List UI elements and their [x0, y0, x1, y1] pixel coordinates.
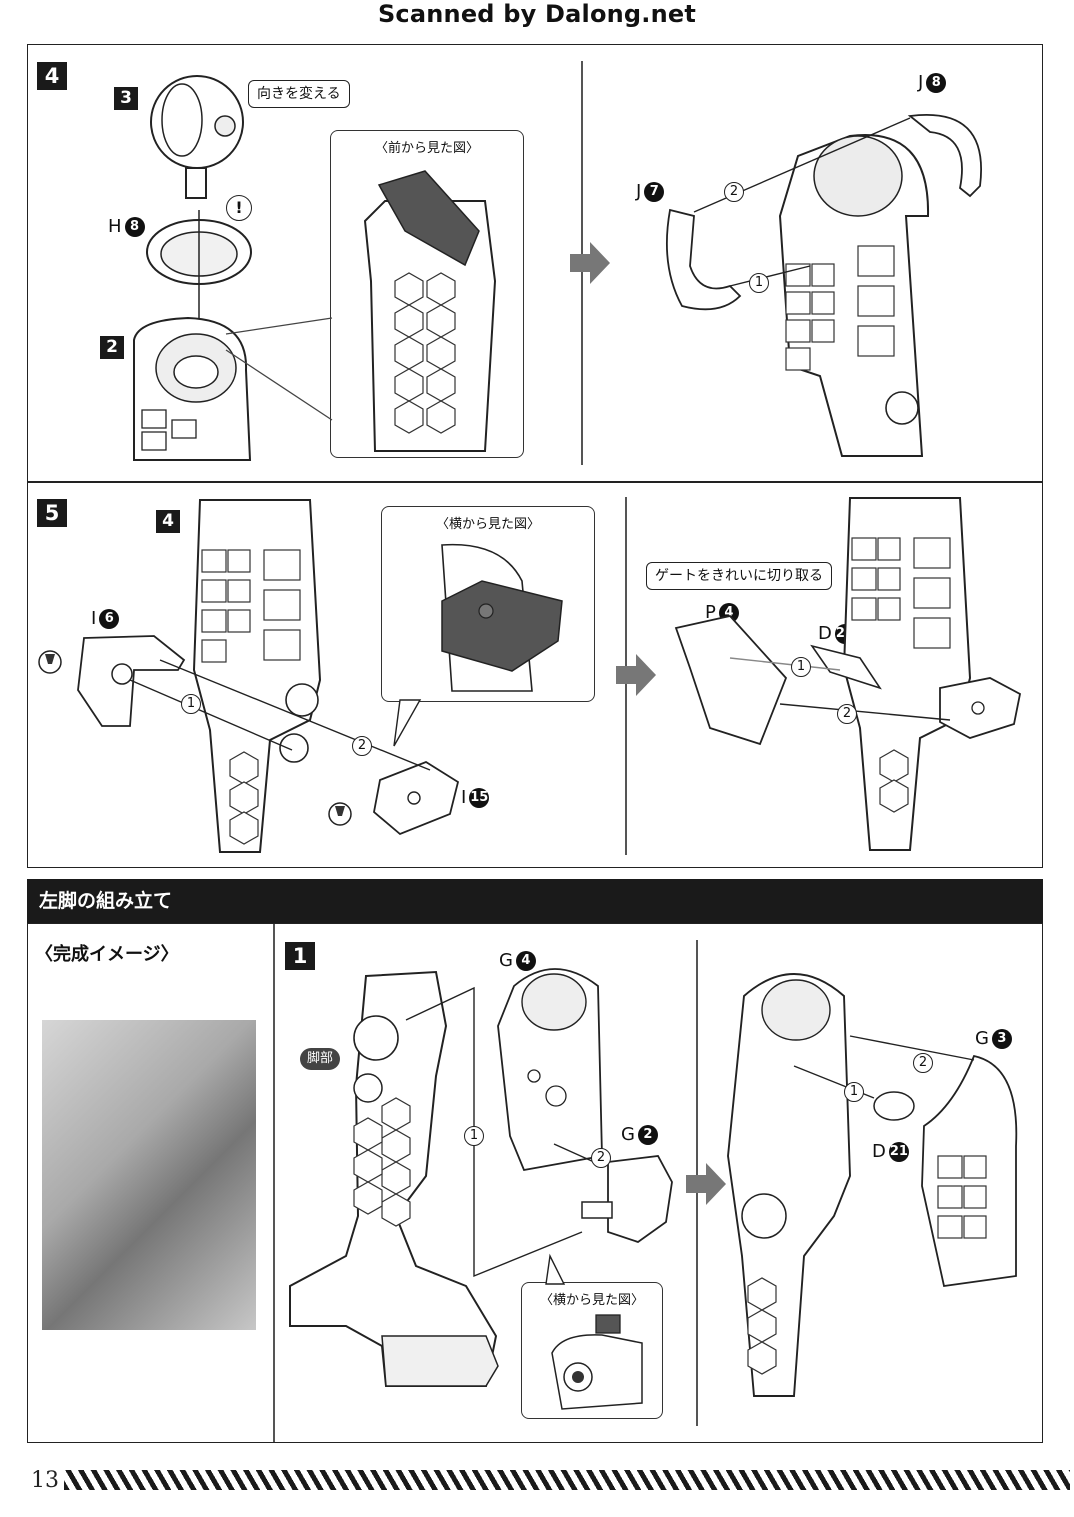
left-leg-step1-number: 1 — [285, 942, 315, 970]
footer-stripe-decoration — [64, 1470, 1070, 1490]
left-leg-process-arrow — [686, 1163, 726, 1205]
part-number-badge: 21 — [888, 1142, 909, 1162]
step4-process-arrow — [570, 242, 610, 284]
step4-substep-3: 3 — [114, 87, 138, 110]
part-letter: G — [499, 950, 513, 971]
part-number-badge: 2 — [637, 1125, 658, 1145]
completed-image-label: 〈完成イメージ〉 — [35, 944, 179, 965]
step5-process-arrow — [616, 654, 656, 696]
part-number-badge: 7 — [644, 182, 665, 202]
step4-front-view-zoom: 〈前から見た図〉 — [330, 130, 524, 458]
sequence-2: 2 — [591, 1148, 611, 1168]
section-title-left-leg: 左脚の組み立て — [27, 879, 1043, 923]
part-letter: G — [621, 1124, 635, 1145]
left-leg-assembly-lines — [405, 986, 595, 1278]
step4-substep-2: 2 — [100, 336, 124, 359]
step4-callout-change-direction: 向きを変える — [248, 80, 350, 108]
left-leg-side-view-zoom: 〈横から見た図〉 — [521, 1282, 663, 1419]
ball-joint-drawing — [150, 75, 244, 199]
leg-base-drawing — [133, 316, 252, 461]
part-number-badge: 6 — [99, 609, 120, 629]
ring-part-drawing — [146, 210, 252, 320]
step5-leg-drawing — [192, 499, 322, 853]
part-letter: G — [975, 1028, 989, 1049]
part-letter: D — [872, 1141, 886, 1162]
sequence-2: 2 — [837, 704, 857, 724]
sequence-1: 1 — [844, 1082, 864, 1102]
sequence-2: 2 — [724, 182, 744, 202]
part-i15-drawing — [373, 760, 460, 836]
zoom-title: 〈前から見た図〉 — [374, 141, 479, 156]
front-view-drawing — [363, 170, 497, 452]
zoom-title: 〈横から見た図〉 — [539, 1293, 644, 1308]
g4-part-drawing — [497, 968, 603, 1172]
sequence-1: 1 — [791, 657, 811, 677]
sequence-2: 2 — [913, 1053, 933, 1073]
leg-part-tag: 脚部 — [300, 1048, 341, 1070]
part-number-badge: 8 — [124, 217, 145, 237]
side-view-drawing — [551, 1314, 643, 1410]
left-leg-full-drawing — [289, 970, 499, 1387]
part-letter: J — [918, 72, 924, 93]
step5-assembly-lines — [129, 659, 431, 771]
part-letter: I — [91, 608, 97, 629]
part-letter: J — [636, 181, 642, 202]
zoom-pointer — [393, 699, 422, 747]
step5-callout-cut-gate: ゲートをきれいに切り取る — [646, 562, 832, 590]
left-leg-right-drawing — [727, 973, 1018, 1397]
cut-nipper-icon — [38, 650, 62, 674]
sequence-2: 2 — [352, 736, 372, 756]
sequence-1: 1 — [464, 1126, 484, 1146]
part-number-badge: 3 — [991, 1029, 1012, 1049]
cut-nipper-icon — [328, 802, 352, 826]
leg-assembly-right-drawing — [666, 114, 982, 457]
zoom-title: 〈横から見た図〉 — [435, 517, 540, 532]
part-number-badge: 4 — [515, 951, 536, 971]
part-letter: D — [818, 623, 832, 644]
sequence-1: 1 — [181, 694, 201, 714]
side-view-drawing — [441, 543, 563, 692]
zoom-pointer — [545, 1253, 566, 1285]
part-number-badge: 8 — [926, 73, 947, 93]
step5-right-drawing — [674, 497, 1022, 851]
step5-side-view-zoom: 〈横から見た図〉 — [381, 506, 595, 702]
part-letter: I — [461, 787, 467, 808]
step5-number: 5 — [37, 499, 67, 527]
g2-part-drawing — [581, 1155, 673, 1243]
caution-icon: ! — [226, 195, 252, 221]
part-letter: H — [108, 216, 122, 237]
page-number: 13 — [31, 1468, 59, 1493]
watermark-text: Scanned by Dalong.net — [377, 0, 697, 28]
part-number-badge: 15 — [469, 788, 490, 808]
zoom-connector-lines — [225, 317, 333, 421]
completed-leg-photo — [42, 1020, 256, 1330]
part-letter: P — [705, 602, 716, 623]
completed-image-divider — [273, 924, 275, 1442]
sequence-1: 1 — [749, 273, 769, 293]
step5-substep-4: 4 — [156, 510, 180, 533]
step4-number: 4 — [37, 62, 67, 90]
